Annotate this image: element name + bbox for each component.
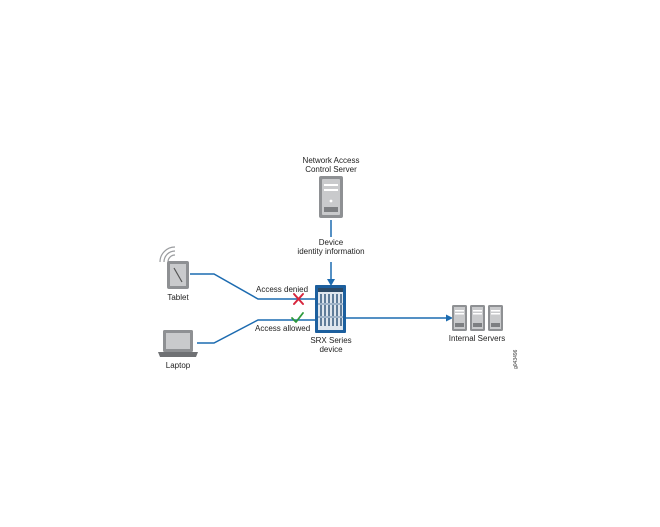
server-1-icon <box>452 305 467 331</box>
identity-arrow-head <box>327 279 335 286</box>
access-denied-label: Access denied <box>256 285 308 294</box>
wireless-signal-icon <box>159 246 176 263</box>
internal-servers-label: Internal Servers <box>449 334 505 343</box>
nac-server-icon <box>319 176 343 218</box>
allowed-check-icon <box>291 312 304 323</box>
tablet-icon <box>167 261 189 289</box>
figure-id: g043496 <box>513 349 519 369</box>
identity-label-2: identity information <box>297 247 364 256</box>
server-2-icon <box>470 305 485 331</box>
srx-label-2: device <box>319 345 343 354</box>
internal-servers-icon <box>452 305 503 331</box>
nac-server-label-1: Network Access <box>303 156 360 165</box>
laptop-link <box>197 319 316 344</box>
server-3-icon <box>488 305 503 331</box>
servers-arrow-head <box>446 314 453 322</box>
tablet-link <box>190 273 316 300</box>
nac-server-label-2: Control Server <box>305 165 357 174</box>
tablet-label: Tablet <box>167 293 189 302</box>
access-allowed-label: Access allowed <box>255 324 310 333</box>
connection-lines <box>190 220 447 344</box>
denied-x-icon <box>293 293 304 305</box>
srx-device-icon <box>315 285 346 333</box>
laptop-label: Laptop <box>166 361 191 370</box>
laptop-icon <box>158 330 198 357</box>
identity-label-1: Device <box>319 238 344 247</box>
srx-label-1: SRX Series <box>310 336 351 345</box>
